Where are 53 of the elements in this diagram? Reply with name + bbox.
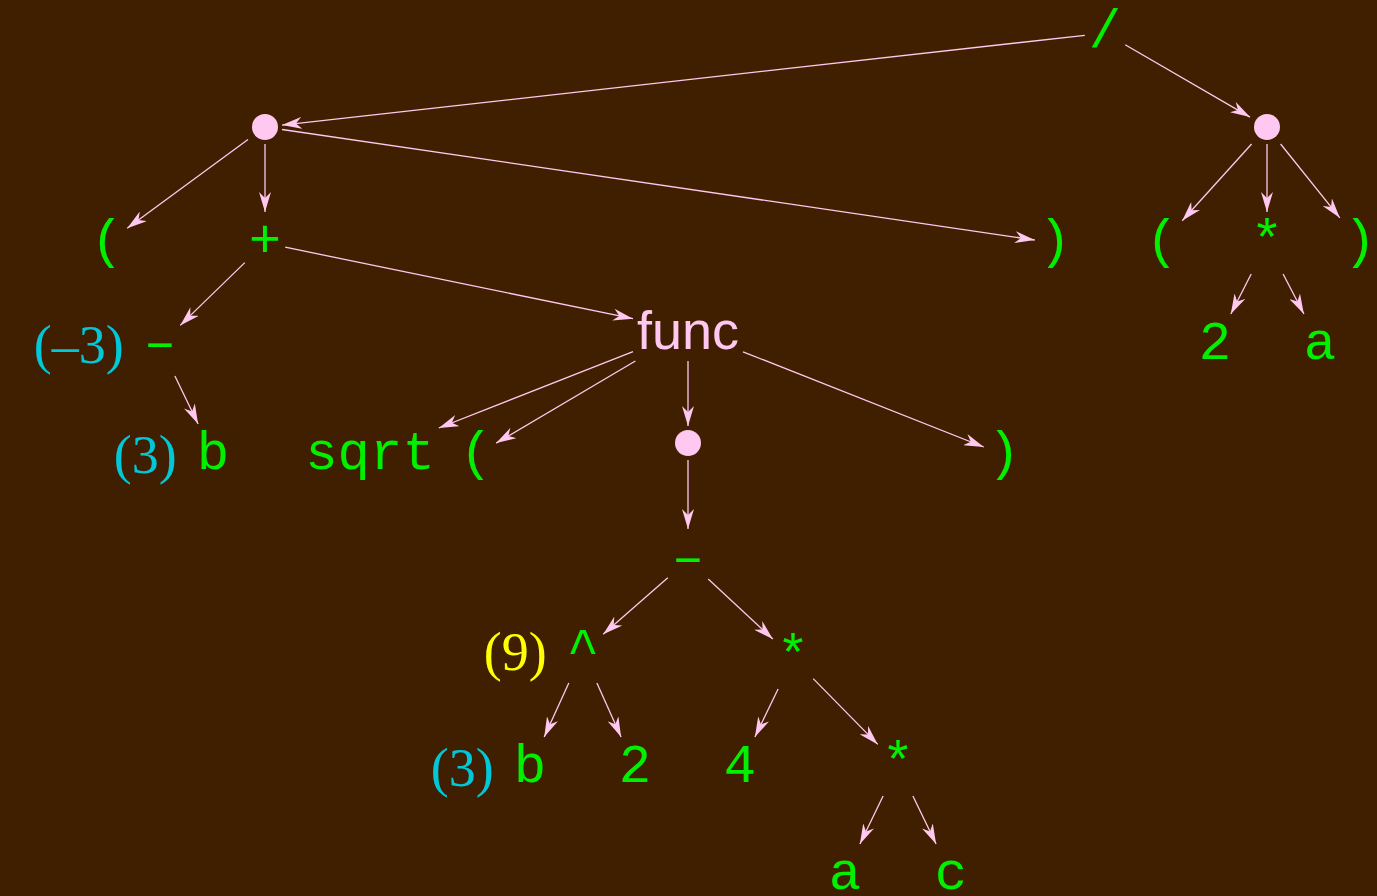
tree-arrow	[682, 459, 694, 530]
token-text: (	[1145, 216, 1179, 270]
token-text: ^	[566, 625, 600, 679]
tree-arrow	[812, 677, 879, 746]
tree-arrow	[438, 350, 634, 429]
tree-arrow	[596, 682, 622, 738]
token-text: *	[776, 631, 810, 685]
token-text: 4	[723, 741, 757, 795]
token-text: sqrt	[305, 428, 435, 482]
tree-arrow	[281, 34, 1086, 129]
token-text: b	[196, 428, 230, 482]
tree-arrow	[742, 351, 985, 448]
node-dot	[675, 430, 701, 456]
token-text: *	[881, 738, 915, 792]
token-text: )	[1038, 216, 1072, 270]
tree-arrow	[707, 578, 774, 640]
token-text: 2	[1198, 318, 1232, 372]
tree-arrow	[754, 688, 779, 738]
tree-arrow	[682, 360, 694, 427]
token-text: )	[1343, 216, 1377, 270]
nonterminal-label: func	[636, 303, 740, 357]
token-text: /	[1088, 6, 1122, 60]
tree-arrow	[284, 246, 634, 321]
tree-arrow	[259, 143, 271, 213]
tree-arrow	[1261, 143, 1273, 213]
token-text: +	[248, 216, 282, 270]
token-text: a	[828, 848, 862, 896]
token-text: b	[513, 741, 547, 795]
node-dot	[252, 114, 278, 140]
token-text: *	[1250, 216, 1284, 270]
tree-arrow	[1181, 143, 1253, 222]
tree-arrow	[126, 138, 249, 229]
tree-arrow	[602, 577, 669, 635]
token-text: –	[671, 533, 705, 587]
tree-arrow	[1230, 273, 1252, 315]
token-text: (	[90, 216, 124, 270]
tree-arrow	[174, 375, 199, 425]
tree-arrow	[912, 795, 937, 845]
tree-arrow	[1124, 44, 1251, 118]
token-text: –	[143, 318, 177, 372]
tree-arrow	[495, 360, 637, 444]
tree-arrow	[281, 128, 1036, 244]
token-text: c	[934, 848, 968, 896]
node-dot	[1254, 114, 1280, 140]
token-text: (	[459, 428, 493, 482]
tree-arrow	[859, 795, 884, 845]
tree-arrow	[179, 261, 246, 327]
token-text: 2	[618, 741, 652, 795]
tree-arrow	[1282, 273, 1305, 315]
token-text: a	[1303, 318, 1337, 372]
tree-arrow	[543, 682, 570, 738]
tree-arrow	[1279, 143, 1341, 219]
token-text: )	[987, 428, 1021, 482]
